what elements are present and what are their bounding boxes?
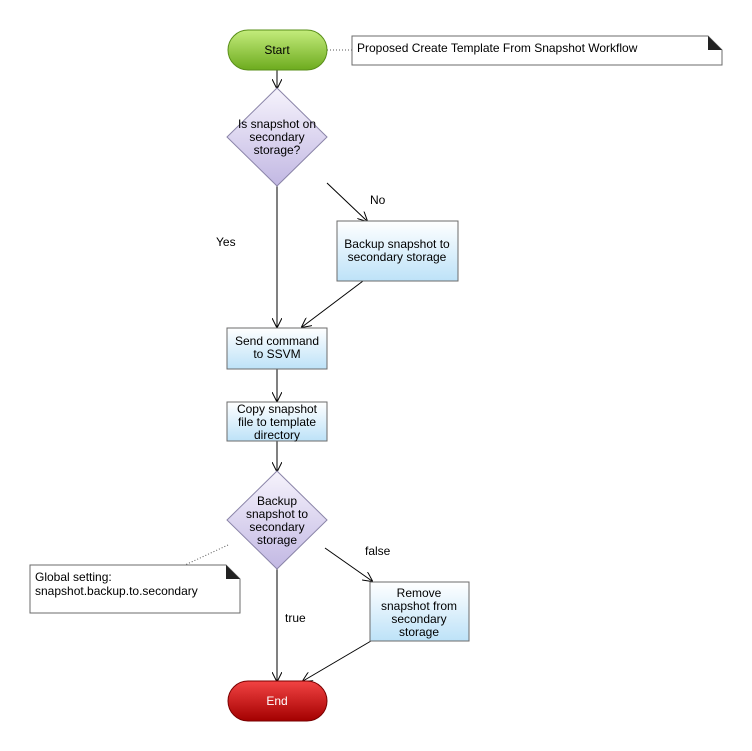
decision-snapshot-line-3: storage? (254, 143, 301, 157)
edge-decision1-no (326, 182, 367, 221)
process-remove-snapshot: Remove snapshot from secondary storage (369, 581, 470, 642)
copy-snapshot-line-1: Copy snapshot (237, 402, 318, 416)
edge-label-true: true (285, 611, 306, 625)
decision-backup-line-3: secondary (249, 520, 304, 534)
decision-snapshot-line-2: secondary (249, 130, 304, 144)
decision-shape (226, 470, 328, 570)
note-corner-fold (708, 36, 722, 50)
copy-snapshot-line-2: file to template (238, 415, 316, 429)
process-shape (369, 581, 470, 642)
note-global-line-2: snapshot.backup.to.secondary (35, 584, 198, 598)
start-node: Start (227, 29, 328, 71)
process-copy-snapshot: Copy snapshot file to template directory (226, 401, 328, 442)
start-label: Start (264, 43, 290, 57)
edge-decision2-false (324, 547, 372, 581)
note-workflow-title: Proposed Create Template From Snapshot W… (351, 35, 723, 66)
edge-label-no: No (370, 193, 386, 207)
note-connector-global (184, 544, 229, 566)
note-title-text: Proposed Create Template From Snapshot W… (357, 41, 638, 55)
backup-snapshot-line-1: Backup snapshot to (344, 237, 450, 251)
edge-remove-to-end (303, 640, 372, 681)
edge-label-false: false (365, 544, 391, 558)
end-label: End (266, 694, 287, 708)
process-shape (336, 220, 459, 282)
send-command-line-2: to SSVM (253, 347, 300, 361)
note-shape (29, 564, 241, 614)
backup-snapshot-line-2: secondary storage (348, 250, 447, 264)
copy-snapshot-line-3: directory (254, 428, 300, 442)
decision-shape (226, 87, 328, 187)
decision-backup-line-1: Backup (257, 494, 297, 508)
start-shape (227, 29, 328, 71)
process-shape (226, 401, 328, 442)
decision-backup-line-2: snapshot to (246, 507, 308, 521)
remove-snapshot-line-4: storage (399, 625, 439, 639)
note-global-setting: Global setting: snapshot.backup.to.secon… (29, 564, 241, 614)
note-shape (351, 35, 723, 66)
process-shape (226, 327, 328, 370)
remove-snapshot-line-2: snapshot from (381, 599, 457, 613)
note-corner-fold (226, 565, 240, 579)
decision-backup-snapshot: Backup snapshot to secondary storage (226, 470, 328, 570)
edges (184, 49, 372, 681)
end-shape (227, 680, 328, 722)
decision-backup-line-4: storage (257, 533, 297, 547)
decision-snapshot-line-1: Is snapshot on (238, 117, 316, 131)
remove-snapshot-line-3: secondary (391, 612, 446, 626)
end-node: End (227, 680, 328, 722)
remove-snapshot-line-1: Remove (397, 586, 442, 600)
send-command-line-1: Send command (235, 334, 319, 348)
decision-snapshot-on-secondary: Is snapshot on secondary storage? (226, 87, 328, 187)
edge-backup-to-send (302, 280, 364, 327)
note-global-line-1: Global setting: (35, 570, 112, 584)
process-backup-snapshot: Backup snapshot to secondary storage (336, 220, 459, 282)
edge-label-yes: Yes (216, 235, 236, 249)
process-send-command: Send command to SSVM (226, 327, 328, 370)
